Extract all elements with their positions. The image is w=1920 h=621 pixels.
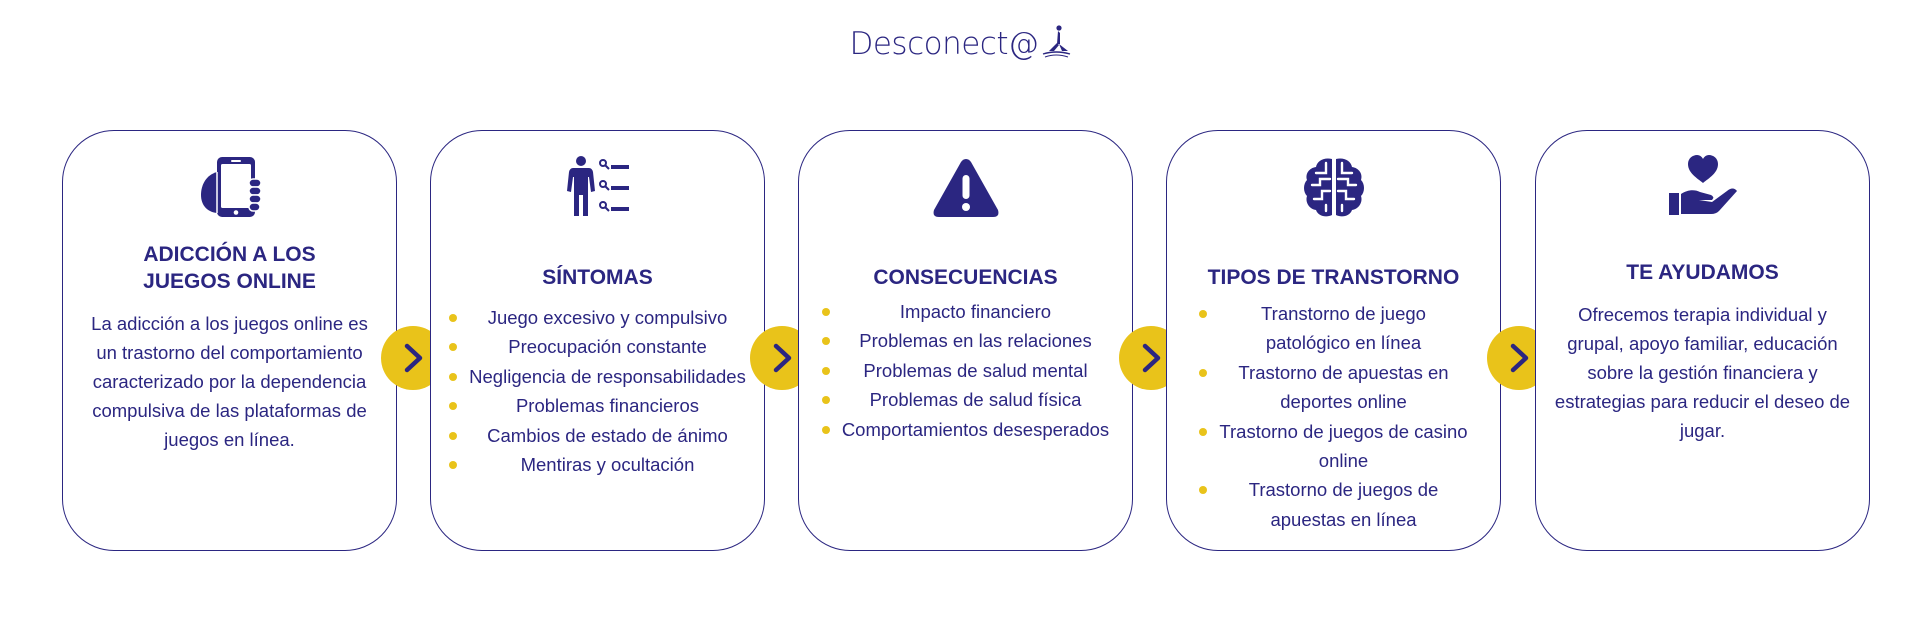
list-item: Problemas financieros <box>449 391 746 420</box>
chevron-right-icon <box>404 343 423 373</box>
card-consequences: CONSECUENCIAS Impacto financiero Problem… <box>798 130 1133 551</box>
logo-text: Desconect@ <box>849 26 1039 62</box>
list-item: Problemas en las relaciones <box>821 326 1109 355</box>
card-title: CONSECUENCIAS <box>873 266 1058 289</box>
list-item: Negligencia de responsabilidades <box>449 362 746 391</box>
chevron-right-icon <box>1510 343 1529 373</box>
card-title: SÍNTOMAS <box>542 266 653 289</box>
list-item: Cambios de estado de ánimo <box>449 421 746 450</box>
list-item: Trastorno de juegos de apuestas en línea <box>1199 475 1468 534</box>
logo: Desconect@ <box>0 25 1920 62</box>
card-we-help: TE AYUDAMOS Ofrecemos terapia individual… <box>1535 130 1870 551</box>
card-addiction: ADICCIÓN A LOS JUEGOS ONLINE La adicción… <box>62 130 397 551</box>
warning-icon <box>933 159 998 217</box>
list-item: Problemas de salud mental <box>821 356 1109 385</box>
card-disorder-types: TIPOS DE TRANSTORNO Transtorno de juego … <box>1166 130 1501 551</box>
list-item: Comportamientos desesperados <box>821 415 1109 444</box>
disorder-types-list: Transtorno de juego patológico en línea … <box>1181 299 1486 534</box>
list-item: Impacto financiero <box>821 297 1109 326</box>
chevron-right-icon <box>1142 343 1161 373</box>
card-title: TE AYUDAMOS <box>1626 261 1779 284</box>
list-item: Trastorno de apuestas en deportes online <box>1199 358 1468 417</box>
list-item: Preocupación constante <box>449 332 746 361</box>
symptoms-list: Juego excesivo y compulsivo Preocupación… <box>449 303 746 479</box>
list-item: Mentiras y ocultación <box>449 450 746 479</box>
list-item: Transtorno de juego patológico en línea <box>1199 299 1468 358</box>
chevron-right-icon <box>773 343 792 373</box>
list-item: Trastorno de juegos de casino online <box>1199 417 1468 476</box>
phone-hand-icon <box>200 157 262 217</box>
card-description: La adicción a los juegos online es un tr… <box>91 313 368 450</box>
card-title: ADICCIÓN A LOS JUEGOS ONLINE <box>143 243 316 293</box>
list-item: Problemas de salud física <box>821 385 1109 414</box>
person-symptoms-icon <box>566 156 629 216</box>
card-description: Ofrecemos terapia individual y grupal, a… <box>1554 304 1851 441</box>
card-title: TIPOS DE TRANSTORNO <box>1207 266 1460 289</box>
hand-heart-icon <box>1668 155 1737 215</box>
consequences-list: Impacto financiero Problemas en las rela… <box>821 297 1109 444</box>
card-symptoms: SÍNTOMAS Juego excesivo y compulsivo Pre… <box>430 130 765 551</box>
yoga-figure-icon <box>1042 25 1070 58</box>
list-item: Juego excesivo y compulsivo <box>449 303 746 332</box>
brain-icon <box>1303 158 1364 217</box>
